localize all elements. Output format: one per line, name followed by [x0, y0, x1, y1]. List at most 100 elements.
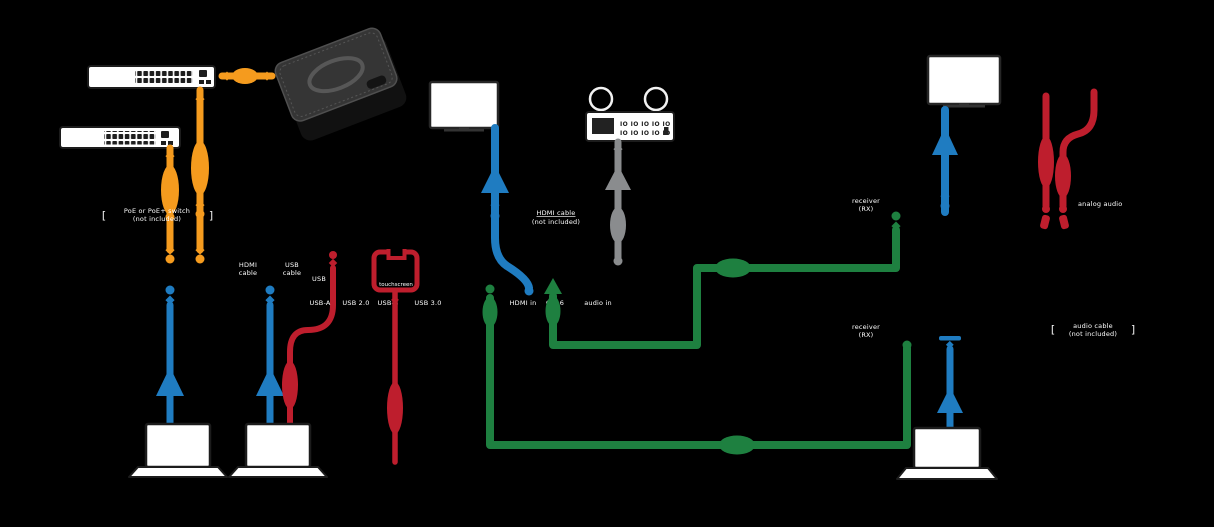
- hdmi-cable-laptop-right: [937, 336, 963, 431]
- audio-out-label: analog audio: [1078, 200, 1122, 208]
- cable-run: [486, 294, 911, 449]
- display-top-right-icon: [926, 54, 1002, 108]
- connector-diamond: [165, 245, 175, 255]
- laptop-1-icon: [128, 422, 228, 478]
- cable-bulge: [482, 297, 498, 327]
- switch-port-grid: [104, 131, 156, 145]
- sfp-port-icon: [161, 141, 166, 145]
- rx-bottom-line-2: (RX): [859, 331, 874, 339]
- connector-ball: [165, 285, 175, 295]
- rx-bottom-line-1: receiver: [852, 323, 880, 331]
- laptop-base: [896, 467, 998, 480]
- audio-cable-amp: [605, 138, 631, 266]
- connector-ball: [1042, 205, 1050, 213]
- cat-cable-lower: [482, 284, 912, 455]
- amp-port: [664, 127, 669, 135]
- hdmi-note-label: HDMI cable (not included): [532, 209, 580, 226]
- audio-note-label: [ audio cable (not included) ]: [1051, 322, 1135, 338]
- connector-ball: [195, 254, 205, 264]
- hdmi-cable-display-right: [932, 106, 958, 216]
- speaker-icon: [588, 86, 614, 112]
- pod-top: [274, 27, 398, 122]
- laptop-2-icon: [228, 422, 328, 478]
- rca-plug-icon: [1059, 214, 1069, 230]
- amp-display: [592, 118, 614, 134]
- connector-ball: [940, 201, 950, 211]
- cable-run: [287, 265, 336, 431]
- usb-cable-touchscreen: [387, 288, 403, 465]
- switch-port-grid: [135, 70, 193, 84]
- connector-captions-center: HDMI in Cat 6 audio in: [510, 299, 612, 307]
- hdmi-cable-label-2: cable: [239, 269, 258, 277]
- usb-cable-label-1: USB: [285, 261, 299, 269]
- arrow-up-icon: [605, 165, 631, 190]
- connector-diamond: [328, 258, 338, 268]
- usb-cable-label-2: cable: [283, 269, 302, 277]
- connector-ball: [265, 285, 275, 295]
- connector-diamond: [891, 221, 901, 231]
- ethernet-cable-2: [161, 144, 179, 264]
- connector-diamond: [195, 245, 205, 255]
- display-stand: [943, 105, 985, 108]
- sfp-port-icon: [206, 80, 211, 84]
- connector-ball: [902, 340, 912, 350]
- network-switch-top-icon: [87, 65, 216, 89]
- sfp-port-icon: [168, 141, 173, 145]
- amp-terminals-row-1: IO IO IO IO IO: [620, 121, 671, 128]
- connector-ball: [195, 209, 205, 219]
- wallplate-connector: [939, 336, 961, 341]
- uplink-port-icon: [199, 70, 207, 77]
- cat-cable-upper: [544, 211, 901, 349]
- receiver-label-top: receiver (RX): [852, 197, 880, 213]
- caption-usb-b: USB-B: [378, 299, 399, 307]
- laptop-screen: [144, 422, 212, 469]
- hdmi-note-line-2: (not included): [532, 218, 580, 226]
- laptop2-cable-labels: HDMI cable USB cable USB: [239, 261, 326, 283]
- connector-ball: [485, 284, 495, 294]
- audio-note-line-1: audio cable: [1073, 322, 1113, 330]
- caption-usb-30: USB 3.0: [414, 299, 441, 307]
- bracket-close: ]: [1131, 323, 1135, 336]
- display-center-icon: [428, 80, 500, 132]
- arrow-up-icon: [156, 367, 184, 396]
- network-switch-bottom-icon: [59, 126, 181, 149]
- connector-diamond: [613, 144, 623, 154]
- audio-amplifier-icon: IO IO IO IO IO IO IO IO IO IO: [585, 86, 675, 142]
- laptop-screen: [244, 422, 312, 469]
- laptop-base: [128, 466, 228, 478]
- cable-bulge: [715, 258, 751, 278]
- usb-cable-laptop-2: [282, 251, 338, 431]
- cable-bulge: [161, 165, 179, 215]
- notch-mask: [388, 247, 405, 258]
- cable-bulge: [610, 207, 626, 243]
- caption-usb-a: USB-A: [310, 299, 331, 307]
- connector-diamond: [165, 203, 175, 213]
- arrow-up-icon: [937, 387, 963, 413]
- device-notch: [386, 249, 407, 260]
- display-screen: [428, 80, 500, 130]
- caption-usb-20: USB 2.0: [342, 299, 369, 307]
- cable-run-right: [1059, 88, 1098, 210]
- laptop-base: [228, 466, 328, 478]
- display-stand: [444, 129, 484, 132]
- caption-hdmi-in: HDMI in: [510, 299, 537, 307]
- connector-diamond: [391, 296, 399, 304]
- cable-bulge: [387, 382, 403, 434]
- touchscreen-label: touchscreen: [379, 282, 413, 288]
- hdmi-cable-center-display: [481, 124, 534, 296]
- bracket-close: ]: [209, 209, 213, 222]
- rx-top-line-2: (RX): [859, 205, 874, 213]
- connector-ball: [329, 251, 337, 259]
- cable-bulge: [282, 361, 298, 409]
- connector-ball: [1059, 205, 1067, 213]
- hdmi-note-line-1: HDMI cable: [537, 209, 576, 217]
- caption-audio-in: audio in: [584, 299, 612, 307]
- cable-bulge: [1038, 136, 1054, 188]
- switch-note-label: [ PoE or PoE+ switch (not included) ]: [102, 207, 213, 223]
- audio-note-line-2: (not included): [1069, 330, 1117, 338]
- cable-run: [549, 226, 900, 349]
- connector-diamond: [490, 200, 500, 210]
- pod-vents: [279, 32, 393, 117]
